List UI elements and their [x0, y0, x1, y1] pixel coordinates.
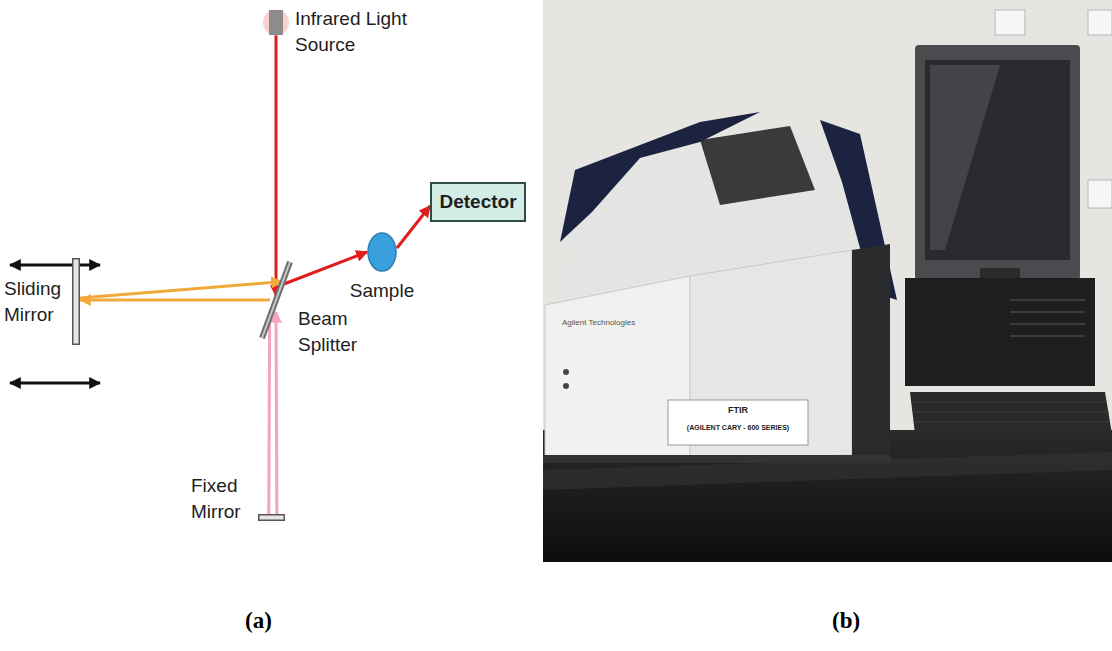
plastic-cover — [930, 65, 1000, 250]
sticker-text: (AGILENT CARY - 600 SERIES) — [687, 424, 789, 431]
lamp-glow — [263, 10, 289, 36]
node-label: Sample — [350, 278, 414, 304]
motion-arrow — [10, 382, 100, 385]
instrument-base — [543, 455, 891, 463]
splitter-highlight — [262, 262, 290, 338]
node-label: Sliding Mirror — [4, 276, 66, 328]
splitter-plate — [262, 262, 290, 338]
dust-cover — [560, 112, 760, 242]
wall-socket — [1088, 180, 1112, 208]
beam-splitter-outline — [260, 260, 292, 340]
lid-window — [700, 126, 815, 205]
brand-mark: Agilent Technologies — [562, 318, 635, 327]
light-beam — [80, 299, 270, 302]
wall-socket — [995, 10, 1025, 35]
status-light — [563, 383, 569, 389]
fixed-mirror-outline — [258, 514, 285, 521]
sticker-text: FTIR — [728, 405, 748, 415]
node-label: Fixed Mirror — [191, 473, 255, 525]
fixed-mirror: Fixed Mirror — [258, 514, 285, 521]
sample-cell-outline — [367, 232, 397, 272]
counter-edge — [543, 452, 1112, 490]
panel-letter: (b) — [832, 608, 860, 634]
instrument-photo — [543, 0, 1112, 562]
mirror-plate — [73, 259, 80, 345]
keyboard — [910, 392, 1112, 434]
wall-socket — [1088, 10, 1112, 35]
light-beam — [284, 252, 367, 284]
node-label: Infrared Light Source — [295, 6, 411, 58]
status-light — [563, 369, 569, 375]
node-label: Beam Splitter — [298, 306, 362, 358]
sample-ellipse — [368, 233, 396, 271]
lamp-body — [269, 10, 283, 35]
box-outline — [431, 183, 525, 221]
monitor — [915, 45, 1080, 280]
monitor-screen — [925, 60, 1070, 260]
light-beam — [275, 35, 278, 296]
sample-cell: Sample — [367, 232, 397, 272]
light-source-outline — [269, 10, 283, 35]
motion-arrow — [10, 264, 100, 267]
sliding-mirror-outline — [72, 258, 80, 345]
light-beam — [275, 312, 279, 514]
light-beam — [80, 282, 282, 298]
light-source: Infrared Light Source — [269, 10, 283, 35]
wall — [543, 0, 1112, 562]
detector-box: Detector — [430, 182, 526, 222]
beam-splitter: Beam Splitter — [260, 260, 292, 340]
panel-letter: (a) — [245, 608, 272, 634]
instrument-sticker — [668, 400, 808, 445]
node-label: Detector — [439, 189, 516, 215]
light-beam — [397, 206, 430, 248]
case-vents — [1010, 300, 1085, 336]
mirror-plate — [259, 515, 285, 521]
instrument-side — [852, 244, 890, 455]
computer-case — [905, 278, 1095, 386]
keyboard-keys — [914, 402, 1110, 422]
sliding-mirror: Sliding Mirror — [72, 258, 80, 345]
light-beam — [267, 320, 271, 514]
